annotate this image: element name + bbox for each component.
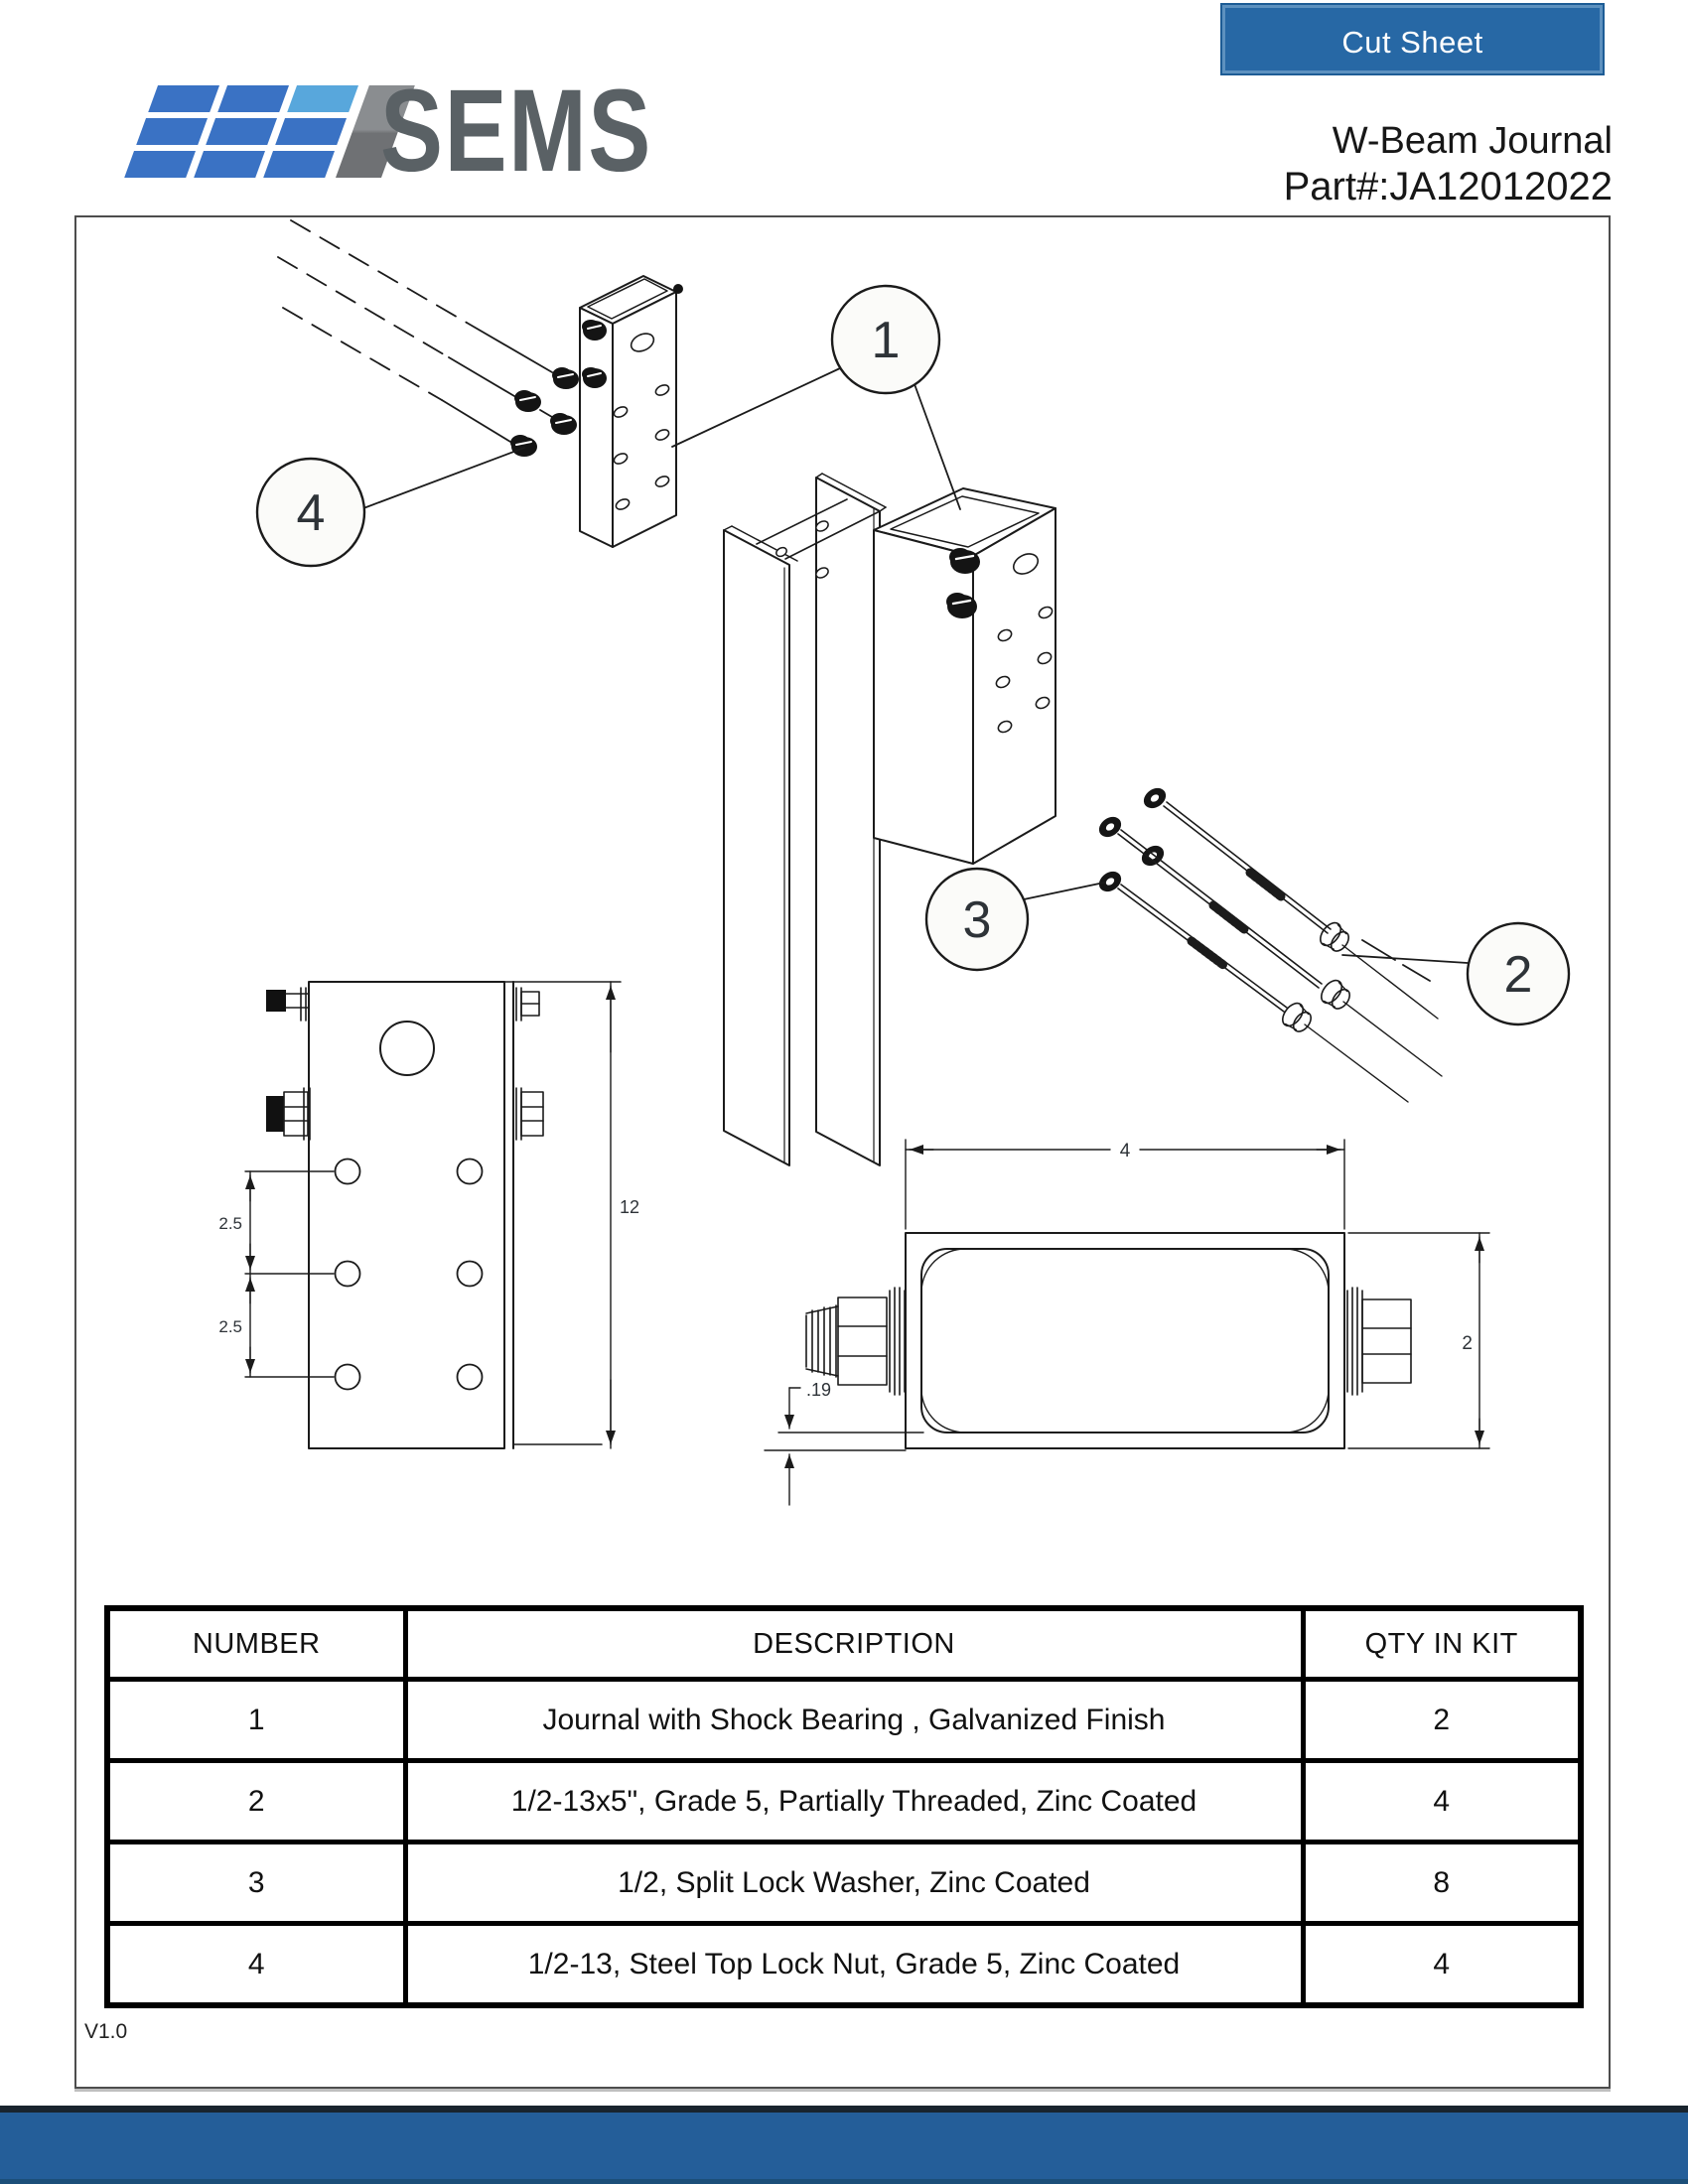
col-header-qty: QTY IN KIT: [1300, 1605, 1584, 1682]
dim-spacing-bottom: 2.5: [218, 1317, 242, 1336]
split-lock-washers: [1098, 787, 1167, 892]
banner-label: Cut Sheet: [1341, 24, 1483, 60]
cell-number: 2: [104, 1758, 408, 1844]
callout-leaders: [362, 367, 1469, 964]
logo-tile-light: [287, 85, 359, 112]
dim-width: 4: [1120, 1141, 1131, 1161]
cell-number: 3: [104, 1840, 408, 1926]
table-row: 2 1/2-13x5", Grade 5, Partially Threaded…: [104, 1758, 1584, 1844]
top-dimension-view: 4 2 .19: [764, 1139, 1490, 1506]
footer-bar-edge: [0, 2179, 1688, 2184]
journal-block-left: [579, 275, 683, 548]
table-row: 4 1/2-13, Steel Top Lock Nut, Grade 5, Z…: [104, 1921, 1584, 2008]
bolt-axis-lines: [277, 219, 558, 443]
width-dimension: 4: [905, 1139, 1345, 1230]
document-title: W-Beam Journal: [1332, 120, 1613, 162]
overall-height-dimension: 12: [606, 981, 639, 1449]
cell-description: Journal with Shock Bearing , Galvanized …: [402, 1677, 1306, 1763]
title-block: W-Beam Journal Part#:JA12012022: [1284, 119, 1613, 210]
logo-tile: [217, 85, 290, 112]
dim-overall-height: 12: [620, 1197, 639, 1217]
through-bolt-left: [805, 1287, 906, 1396]
logo-wordmark: SEMS: [380, 66, 652, 197]
logo-tile: [194, 151, 266, 178]
callout-1-circle: [830, 284, 941, 395]
drawing-sheet: 1 2 3 4: [74, 215, 1611, 2089]
callout-3-circle: [924, 867, 1030, 972]
cell-qty: 8: [1300, 1840, 1584, 1926]
journal-block-right: [873, 487, 1056, 865]
cell-description: 1/2-13, Steel Top Lock Nut, Grade 5, Zin…: [402, 1921, 1306, 2008]
col-header-number: NUMBER: [104, 1605, 408, 1682]
cut-sheet-banner: Cut Sheet: [1220, 3, 1605, 75]
dim-height: 2: [1462, 1333, 1473, 1354]
cell-description: 1/2-13x5", Grade 5, Partially Threaded, …: [402, 1758, 1306, 1844]
version-label: V1.0: [84, 2020, 128, 2043]
front-dimension-view: 2.5 2.5 12: [218, 981, 639, 1449]
wall-thickness-dimension: .19: [764, 1380, 924, 1506]
sems-logo: SEMS: [94, 55, 690, 204]
lock-nuts: [510, 367, 579, 457]
callout-2-circle: [1466, 921, 1571, 1026]
technical-drawing: 1 2 3 4: [218, 219, 1571, 1506]
logo-tile: [206, 118, 278, 145]
dim-wall-thickness: .19: [806, 1380, 831, 1400]
cell-number: 1: [104, 1677, 408, 1763]
through-bolt-right: [1346, 1287, 1412, 1396]
logo-tile: [275, 118, 348, 145]
hole-spacing-dimensions: 2.5 2.5: [218, 1170, 335, 1378]
w-beam-post: [723, 473, 887, 1166]
table-row: 3 1/2, Split Lock Washer, Zinc Coated 8: [104, 1840, 1584, 1926]
dim-spacing-top: 2.5: [218, 1214, 242, 1233]
table-row: 1 Journal with Shock Bearing , Galvanize…: [104, 1677, 1584, 1763]
col-header-description: DESCRIPTION: [402, 1605, 1306, 1682]
exploded-assembly-view: 1 2 3 4: [255, 219, 1571, 1166]
footer-bar: [0, 2113, 1688, 2179]
callout-3-number: 3: [963, 891, 992, 949]
sems-logo-mark: [122, 85, 359, 184]
cell-qty: 2: [1300, 1677, 1584, 1763]
parts-table-header-row: NUMBER DESCRIPTION QTY IN KIT: [104, 1605, 1584, 1682]
callout-balloons: 1 2 3 4: [255, 284, 1571, 1026]
logo-tile: [263, 151, 336, 178]
bolt-heads: [946, 548, 980, 618]
cell-description: 1/2, Split Lock Washer, Zinc Coated: [402, 1840, 1306, 1926]
logo-tile: [148, 85, 220, 112]
callout-4-circle: [255, 457, 366, 568]
footer-divider: [0, 2106, 1688, 2113]
logo-tile: [136, 118, 209, 145]
cell-number: 4: [104, 1921, 408, 2008]
callout-4-number: 4: [297, 484, 326, 542]
parts-table: NUMBER DESCRIPTION QTY IN KIT 1 Journal …: [104, 1605, 1584, 2008]
callout-1-number: 1: [872, 312, 901, 369]
bolt-heads: [582, 284, 683, 388]
part-number: Part#:JA12012022: [1283, 165, 1613, 208]
edge-fasteners: [266, 987, 544, 1141]
height-dimension: 2: [1347, 1232, 1490, 1449]
callout-2-number: 2: [1504, 946, 1533, 1004]
cell-qty: 4: [1300, 1758, 1584, 1844]
logo-tile: [124, 151, 197, 178]
cell-qty: 4: [1300, 1921, 1584, 2008]
hex-bolts: [1117, 801, 1443, 1103]
